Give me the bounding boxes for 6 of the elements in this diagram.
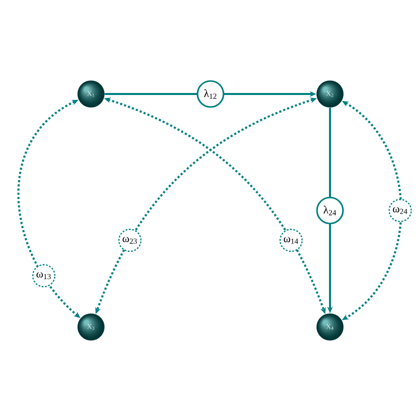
edge-label: ω$_{23}$ — [118, 228, 142, 252]
edge-label: ω$_{13}$ — [32, 264, 56, 288]
edge-label: ω$_{14}$ — [280, 228, 303, 252]
edge-label: ω$_{24}$ — [388, 198, 412, 222]
edge-label: λ$_{24}$ — [316, 196, 344, 224]
edge-label: λ$_{12}$ — [196, 80, 224, 108]
